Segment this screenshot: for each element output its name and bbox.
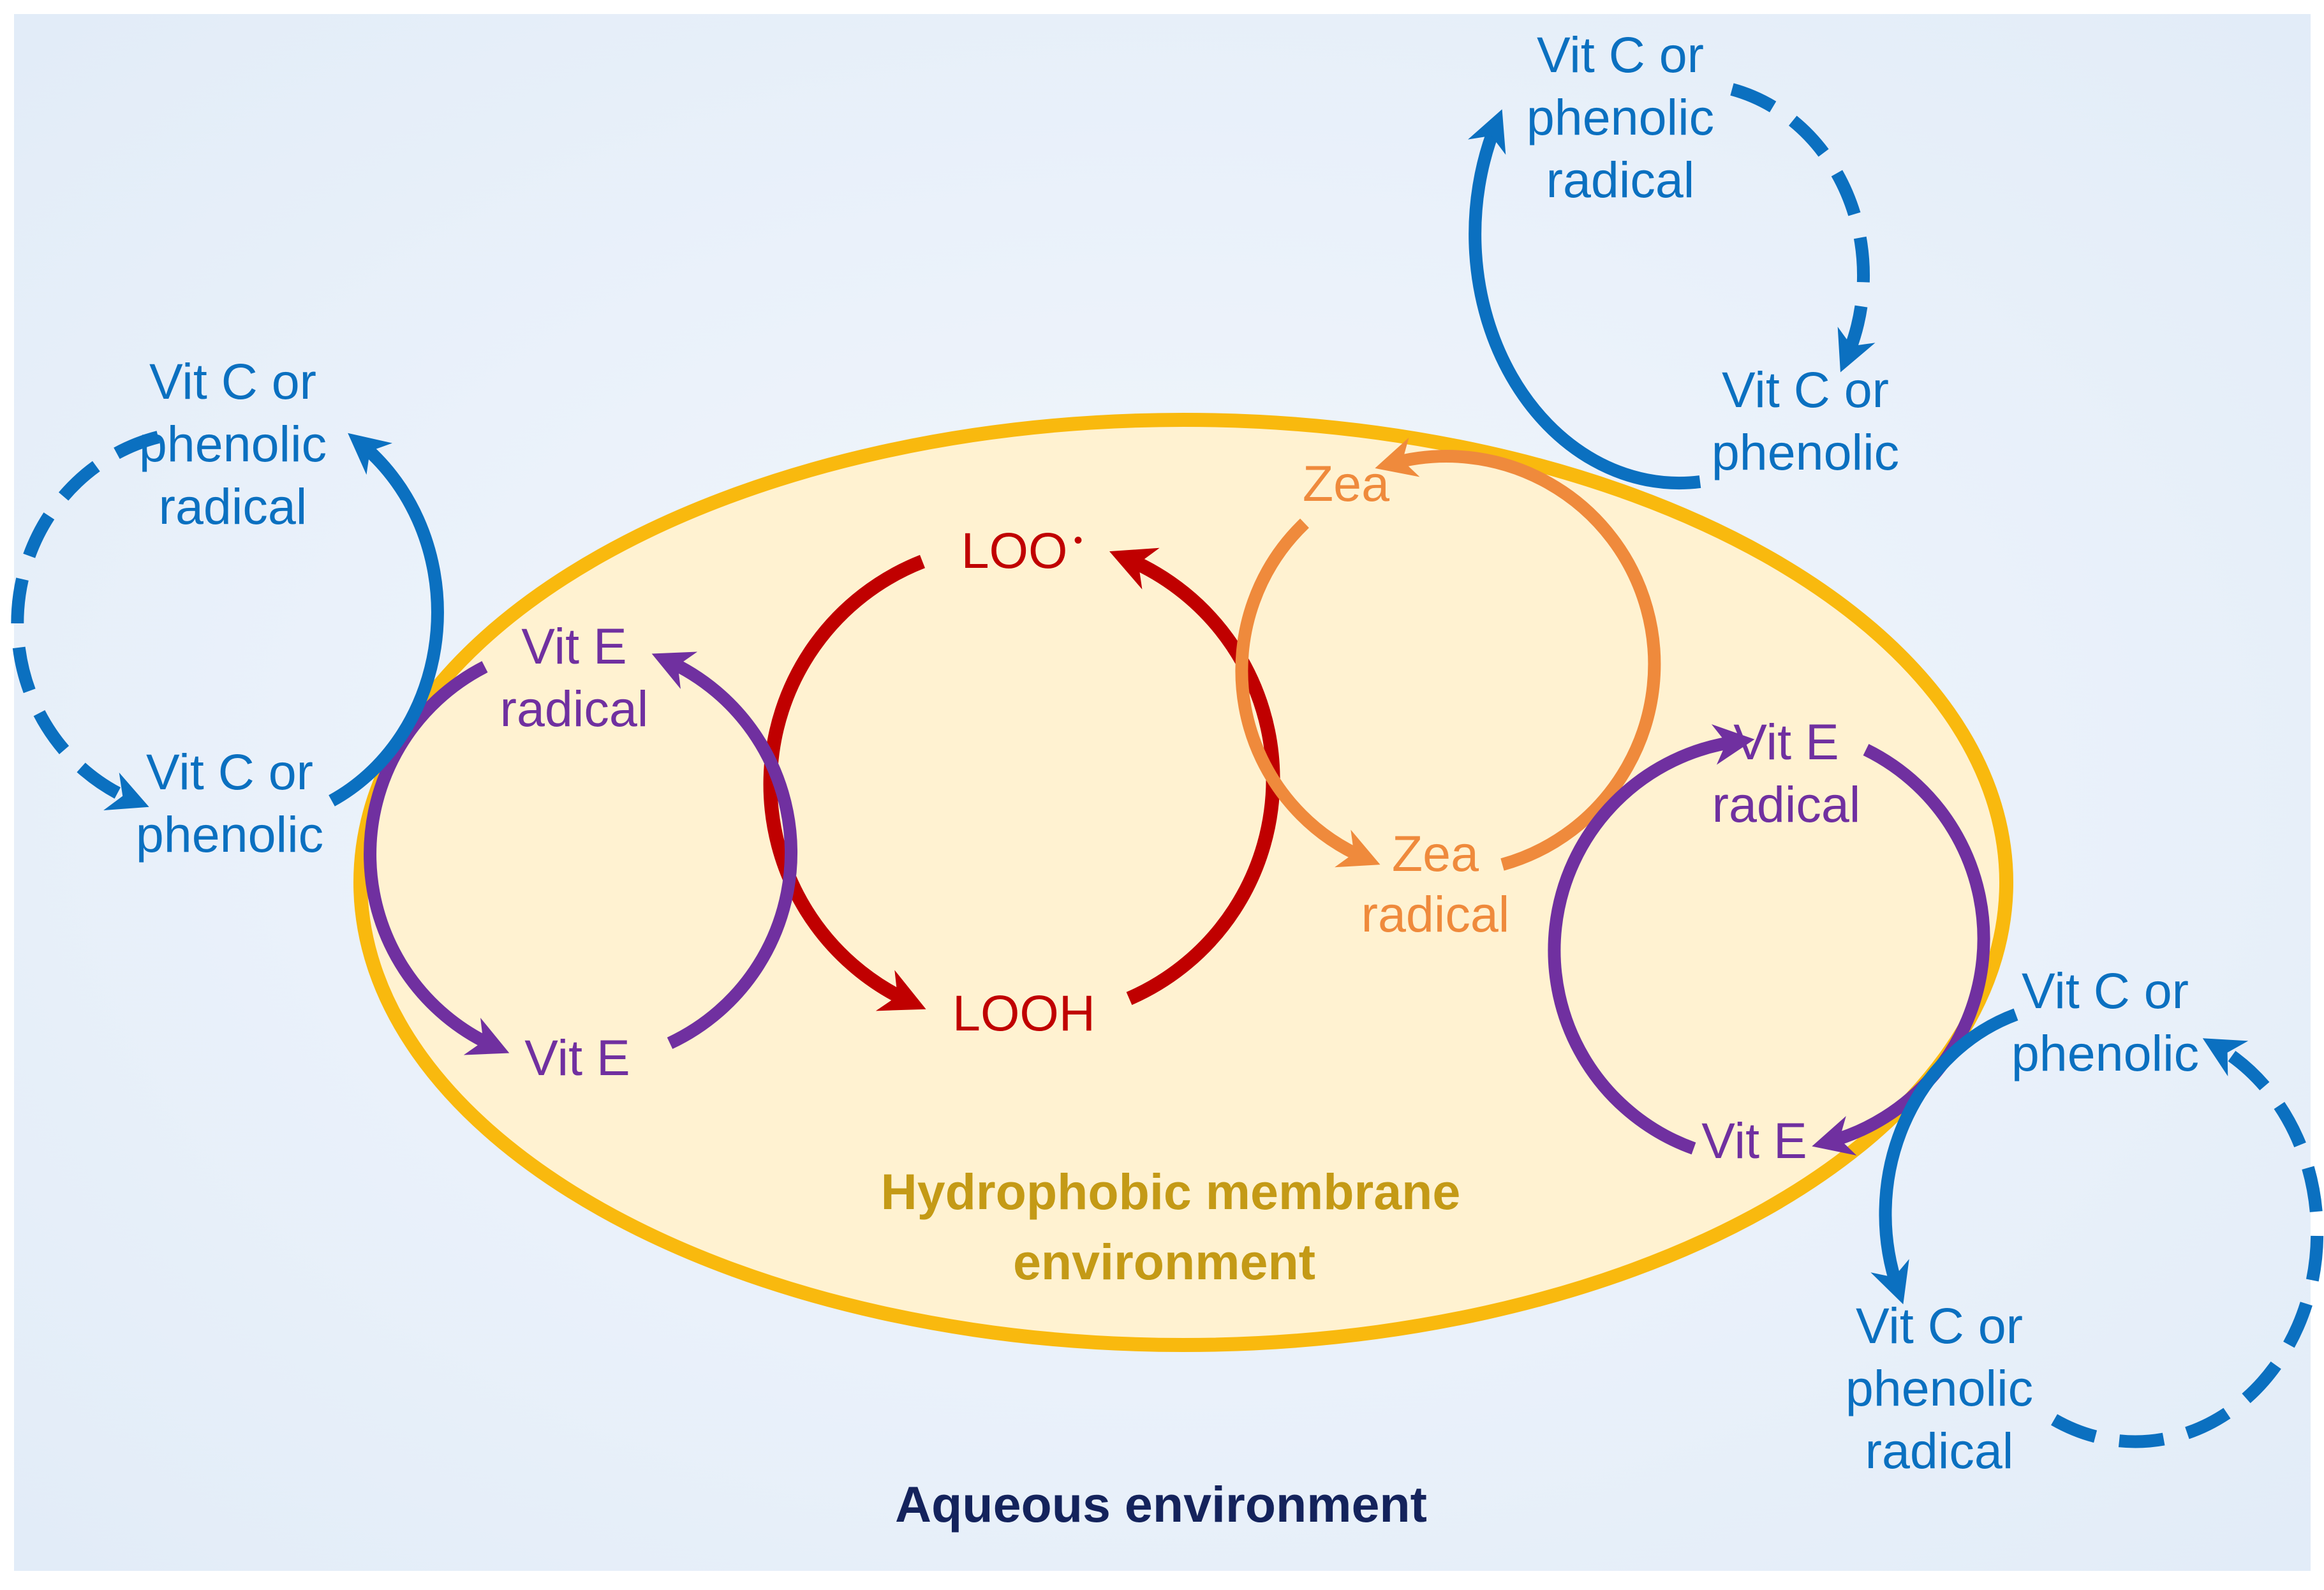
- topright-vitc-label-line1: Vit C or: [1722, 361, 1889, 418]
- bottomright-vitc-radical-label-line2: phenolic: [1846, 1360, 2033, 1416]
- topright-vitc-label-line2: phenolic: [1712, 424, 1899, 480]
- arrow-topright-vitc-radical-to-vitc: [1730, 83, 1876, 373]
- labels: Hydrophobic membrane environment Aqueous…: [136, 26, 2199, 1533]
- right-purple-cycle: [1548, 724, 1990, 1155]
- zea-label: Zea: [1303, 455, 1389, 512]
- zea-radical-label-line1: Zea: [1392, 825, 1479, 882]
- orange-cycle: [1235, 437, 1661, 871]
- left-vite-radical-label-line1: Vit E: [521, 618, 626, 674]
- left-vitc-radical-label-line2: phenolic: [139, 415, 327, 472]
- arrow-topright-vitc-to-vitc-radical: [1467, 109, 1701, 489]
- bottomright-vitc-label-line2: phenolic: [2011, 1025, 2199, 1081]
- looh-label: LOOH: [952, 984, 1095, 1041]
- bottomright-vitc-radical-label-line3: radical: [1865, 1422, 2014, 1479]
- left-vitc-radical-label-line1: Vit C or: [149, 353, 316, 410]
- arrow-zea-radical-to-zea: [1375, 437, 1661, 871]
- topright-blue-cycle: [1467, 83, 1876, 489]
- right-vite-label: Vit E: [1701, 1112, 1807, 1169]
- membrane-label-line1: Hydrophobic membrane: [881, 1163, 1461, 1220]
- membrane-label-line2: environment: [1013, 1233, 1315, 1290]
- left-vitc-label-line2: phenolic: [136, 806, 323, 863]
- arrow-left-vitc-radical-to-vitc: [11, 431, 160, 810]
- arrow-right-vite-radical-to-vite: [1812, 744, 1990, 1155]
- left-purple-cycle: [364, 651, 798, 1055]
- arrow-left-vitc-to-vitc-radical: [329, 433, 444, 806]
- arrow-zea-to-zea-radical: [1235, 518, 1380, 868]
- bottomright-vitc-radical-label-line1: Vit C or: [1856, 1297, 2023, 1354]
- loo-radical-dot: •: [1074, 526, 1083, 554]
- left-blue-cycle: [11, 431, 444, 810]
- arrow-left-vite-radical-to-vite: [364, 661, 510, 1055]
- topright-vitc-radical-label-line1: Vit C or: [1537, 26, 1704, 83]
- loo-radical-label: LOO: [961, 522, 1068, 579]
- arrow-bottomright-vitc-to-vitc-radical: [1870, 1008, 2018, 1305]
- left-vitc-label-line1: Vit C or: [146, 743, 313, 800]
- zea-radical-label-line2: radical: [1361, 886, 1510, 942]
- arrow-bottomright-vitc-radical-to-vitc: [2051, 1038, 2324, 1448]
- left-vite-label: Vit E: [524, 1029, 630, 1086]
- left-vite-radical-label-line2: radical: [500, 680, 649, 737]
- right-vite-radical-label-line1: Vit E: [1733, 713, 1839, 770]
- aqueous-label: Aqueous environment: [895, 1476, 1427, 1533]
- right-vite-radical-label-line2: radical: [1712, 776, 1861, 833]
- topright-vitc-radical-label-line2: phenolic: [1527, 89, 1714, 145]
- bottomright-blue-cycle: [1870, 1008, 2324, 1448]
- topright-vitc-radical-label-line3: radical: [1546, 151, 1695, 208]
- membrane-ellipse: [353, 413, 2013, 1352]
- arrow-right-vite-to-vite-radical: [1548, 724, 1755, 1155]
- arrow-left-vite-to-vite-radical: [651, 651, 798, 1050]
- bottomright-vitc-label-line1: Vit C or: [2022, 962, 2189, 1019]
- left-vitc-radical-label-line3: radical: [159, 478, 307, 535]
